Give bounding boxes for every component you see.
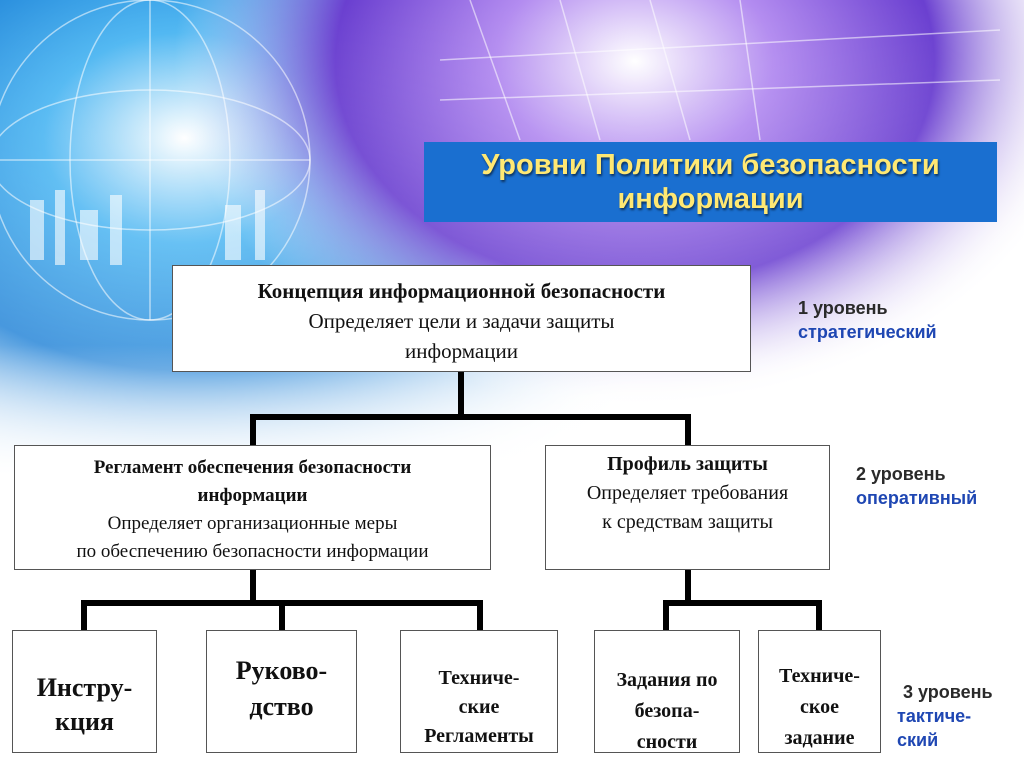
security-tasks-line-3: сности [636, 731, 698, 753]
tech-regulations-line-2: ские [458, 696, 500, 718]
title-banner: Уровни Политики безопасности информации [424, 142, 997, 222]
concept-box: Концепция информационной безопасности Оп… [172, 265, 751, 372]
concept-line-3: информации [405, 339, 518, 363]
tech-regulations-box: Техниче- ские Регламенты [400, 630, 558, 753]
title-line-1: Уровни Политики безопасности [481, 149, 940, 181]
level-2-label: 2 уровень оперативный [856, 462, 977, 510]
profile-line-3: к средствам защиты [602, 511, 773, 533]
concept-line-2: Определяет цели и задачи защиты [308, 309, 615, 333]
tech-assignment-line-1: Техниче- [779, 665, 860, 687]
tech-assignment-box: Техниче- ское задание [758, 630, 881, 753]
reglament-title-2: информации [197, 485, 308, 506]
tech-regulations-line-3: Регламенты [424, 725, 534, 747]
instruction-box: Инстру- кция [12, 630, 157, 753]
security-tasks-line-1: Задания по [616, 669, 718, 691]
level-3-number: 3 уровень [903, 682, 993, 702]
security-tasks-line-2: безопа- [634, 700, 700, 722]
tech-assignment-line-3: задание [784, 727, 855, 749]
guidance-line-1: Руково- [235, 656, 328, 685]
page-title: Уровни Политики безопасности информации [481, 148, 939, 216]
tech-regulations-line-1: Техниче- [438, 667, 520, 689]
guidance-line-2: дство [249, 692, 314, 721]
level-1-label: 1 уровень стратегический [798, 296, 937, 344]
level-1-number: 1 уровень [798, 298, 888, 318]
profile-box: Профиль защиты Определяет требования к с… [545, 445, 830, 570]
title-line-2: информации [617, 183, 804, 215]
reglament-line-4: по обеспечению безопасности информации [76, 541, 429, 562]
guidance-box: Руково- дство [206, 630, 357, 753]
level-3-description-2: ский [897, 730, 939, 750]
tech-assignment-line-2: ское [799, 696, 839, 718]
instruction-line-1: Инстру- [36, 673, 133, 702]
profile-title: Профиль защиты [607, 453, 768, 475]
reglament-title-1: Регламент обеспечения безопасности [93, 457, 412, 478]
profile-line-2: Определяет требования [586, 482, 789, 504]
concept-title: Концепция информационной безопасности [257, 279, 666, 303]
level-1-description: стратегический [798, 322, 937, 342]
level-2-description: оперативный [856, 488, 978, 508]
level-3-label: 3 уровень тактиче- ский [897, 680, 993, 752]
reglament-line-3: Определяет организационные меры [107, 513, 398, 534]
reglament-box: Регламент обеспечения безопасности инфор… [14, 445, 491, 570]
security-tasks-box: Задания по безопа- сности [594, 630, 740, 753]
level-3-description-1: тактиче- [897, 706, 972, 726]
level-2-number: 2 уровень [856, 464, 946, 484]
instruction-line-2: кция [54, 707, 114, 736]
